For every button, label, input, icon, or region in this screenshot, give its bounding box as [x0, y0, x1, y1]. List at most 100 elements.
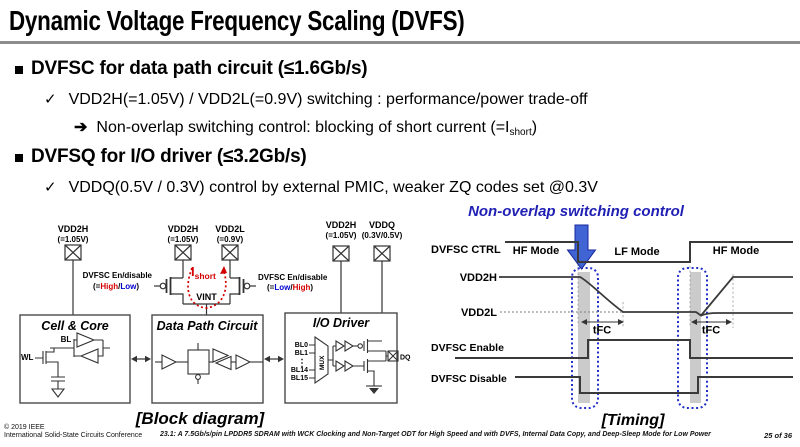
endis-left-text: DVFSC En/disable [83, 271, 153, 280]
transition-shade [578, 272, 590, 403]
short-current-annotation: Ishort [187, 264, 227, 309]
pad2-name: VDD2H [168, 224, 199, 234]
bl15-label: BL15 [291, 375, 308, 382]
title-underline [0, 41, 800, 44]
state-high: High [100, 282, 118, 291]
tfc-label-2: tFC [702, 325, 720, 337]
ishort-i: I [191, 264, 195, 279]
footer-copyright: © 2019 IEEE [4, 424, 45, 431]
tfc-arrow: tFC [691, 319, 732, 337]
pad5-name: VDDQ [369, 220, 395, 230]
endisable-label-left: DVFSC En/disable (=High/Low) [83, 271, 153, 291]
mux-label: MUX [319, 355, 326, 370]
slash: / [118, 282, 121, 291]
short-loop-arrowhead-icon [220, 266, 227, 274]
nonoverlap-window-box [571, 267, 599, 409]
transition-shade [690, 272, 701, 403]
bl0-label: BL0 [295, 342, 308, 349]
timing-diagram-svg: DVFSC CTRL HF Mode LF Mode HF Mode VDD2H… [431, 224, 793, 429]
ctrl-label: DVFSC CTRL [431, 244, 501, 256]
io-pad-icon: VDD2L (=0.9V) [215, 224, 245, 278]
enable-label: DVFSC Enable [431, 342, 504, 354]
state-low: Low [120, 282, 137, 291]
ground-icon [50, 388, 66, 398]
nonoverlap-window-box [677, 267, 708, 409]
pad4-value: (=1.05V) [326, 231, 357, 240]
wl-label: WL [21, 353, 34, 362]
pmos-transistor [229, 277, 256, 304]
check-icon: ✓ [44, 91, 57, 108]
ishort-label: Ishort [191, 264, 216, 281]
double-arrow-icon [264, 355, 284, 363]
io-pad-icon: VDD2H (=1.05V) [168, 224, 199, 278]
vdd2h-label: VDD2H [460, 272, 497, 284]
cell-core-title: Cell & Core [41, 319, 108, 333]
bullet-nonoverlap-note: ➔ Non-overlap switching control: blocking… [74, 117, 537, 138]
vint-rail [183, 303, 230, 315]
pad3-name: VDD2L [215, 224, 245, 234]
arrow-right-icon: ➔ [74, 119, 88, 136]
close-paren: ) [310, 283, 313, 292]
state-low: Low [274, 283, 291, 292]
vdd2l-waveform-right [700, 312, 793, 317]
page-title: Dynamic Voltage Frequency Scaling (DVFS) [9, 5, 465, 36]
eq: (= [93, 282, 101, 291]
note-text: Non-overlap switching control: blocking … [96, 119, 510, 136]
enable-waveform [455, 339, 793, 359]
block-diagram-svg: VDD2H (=1.05V) VDD2H (=1.05V) VDD2L (=0.… [19, 220, 411, 428]
endis-right-text: DVFSC En/disable [258, 273, 328, 282]
bullet-square-icon [15, 154, 23, 162]
pad4-name: VDD2H [326, 220, 357, 230]
footer-conference: International Solid-State Circuits Confe… [4, 432, 143, 439]
down-arrow-icon [566, 224, 597, 270]
bullet-dvfsq-sub: ✓VDDQ(0.5V / 0.3V) control by external P… [44, 178, 598, 197]
vdd2l-label: VDD2L [461, 307, 497, 319]
bullet-dvfsc-sub: ✓VDD2H(=1.05V) / VDD2L(=0.9V) switching … [44, 90, 588, 109]
cell-core-box [19, 314, 131, 404]
vint-label: VINT [196, 292, 217, 302]
mux-shape [314, 335, 329, 385]
ground-icon [369, 388, 379, 394]
endis-right-states: (=Low/High) [267, 283, 313, 292]
bullet-dvfsc: DVFSC for data path circuit (≤1.6Gb/s) [31, 58, 368, 79]
endis-left-states: (=High/Low) [93, 282, 139, 291]
nonoverlap-heading: Non-overlap switching control [468, 203, 684, 220]
data-path-schematic [155, 343, 263, 384]
endisable-label-right: DVFSC En/disable (=Low/High) [258, 273, 328, 292]
pad1-name: VDD2H [58, 224, 89, 234]
lf-mode: LF Mode [614, 246, 659, 258]
close-paren: ) [136, 282, 139, 291]
io-pad-icon: VDD2H (=1.05V) [58, 224, 89, 315]
disable-label: DVFSC Disable [431, 373, 507, 385]
dq-pad-icon [387, 350, 399, 362]
bullet-dvfsq-sub-text: VDDQ(0.5V / 0.3V) control by external PM… [68, 179, 598, 196]
ctrl-waveform [505, 241, 793, 263]
footer-copyright-block: © 2019 IEEE International Solid-State Ci… [4, 424, 142, 440]
dq-label: DQ [400, 355, 411, 362]
hf-mode-1: HF Mode [513, 245, 559, 257]
ishort-sub: short [195, 271, 216, 281]
block-diagram-caption: [Block diagram] [135, 409, 266, 428]
double-arrow-icon [131, 355, 151, 363]
bl1-label: BL1 [295, 350, 308, 357]
pad1-value: (=1.05V) [58, 235, 89, 244]
pad5-value: (0.3V/0.5V) [362, 231, 403, 240]
eq: (= [267, 283, 275, 292]
data-path-title: Data Path Circuit [157, 319, 259, 333]
pad3-value: (=0.9V) [217, 235, 244, 244]
bl-label: BL [61, 335, 72, 344]
note-subscript: short [509, 127, 532, 138]
cell-core-schematic: BL WL [21, 332, 110, 398]
note-text-close: ) [531, 119, 538, 136]
io-driver-title: I/O Driver [313, 316, 370, 330]
state-high: High [293, 283, 311, 292]
footer-paper-title: 23.1: A 7.5Gb/s/pin LPDDR5 SDRAM with WC… [160, 431, 711, 438]
io-driver-schematic: BL0 BL1 BL14 BL15 MUX DQ [291, 335, 411, 394]
tfc-label-1: tFC [593, 325, 611, 337]
bl14-label: BL14 [291, 367, 308, 374]
io-pad-icon: VDD2H (=1.05V) [326, 220, 357, 313]
disable-waveform [515, 376, 793, 394]
slash: / [290, 283, 293, 292]
vdd2h-waveform [499, 276, 793, 317]
